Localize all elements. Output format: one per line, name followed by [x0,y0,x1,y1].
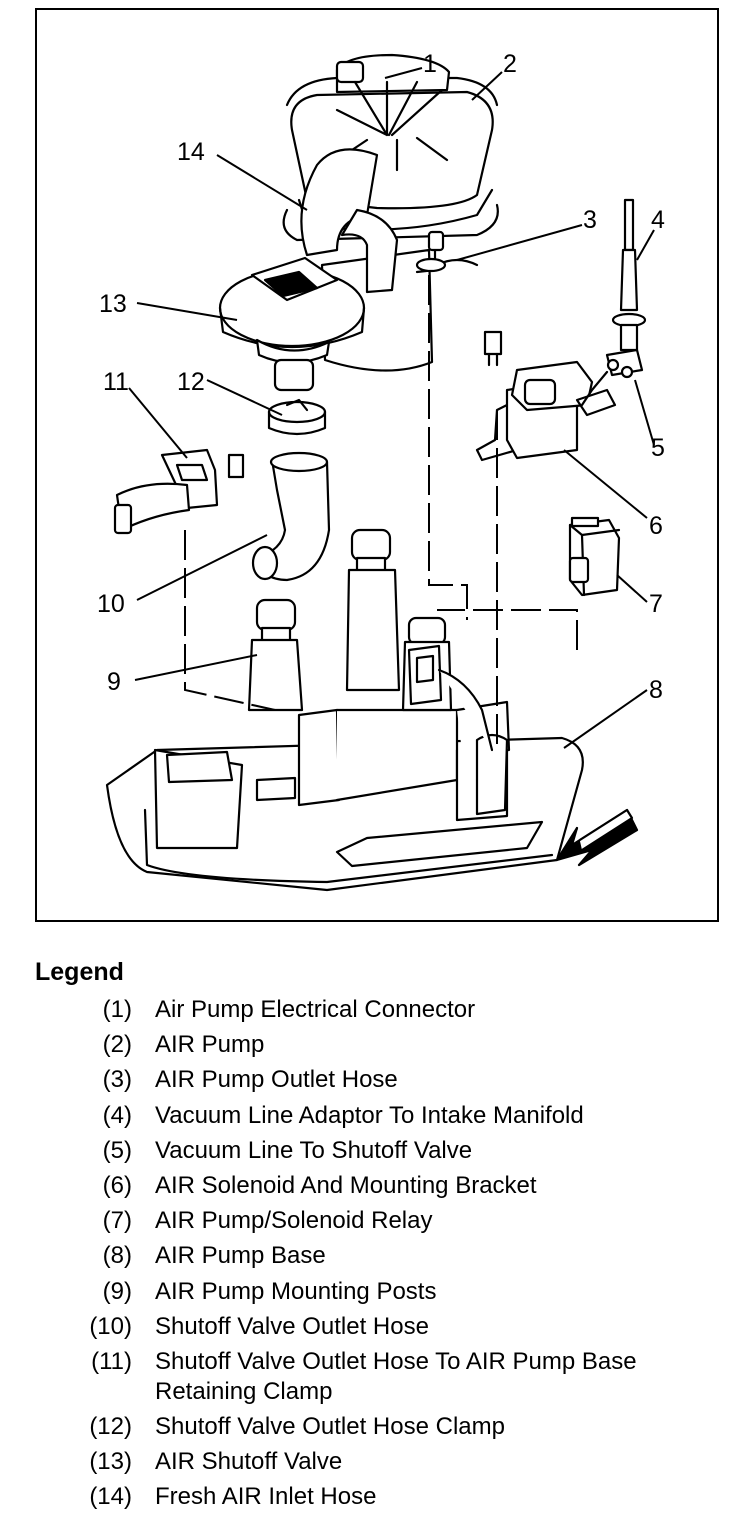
legend-item: (9) AIR Pump Mounting Posts [35,1277,735,1307]
legend-item-text: AIR Pump Base [155,1242,326,1270]
legend-item-number: (4) [102,1101,132,1129]
legend: Legend (1) Air Pump Electrical Connector … [35,958,735,1518]
legend-title: Legend [35,958,124,986]
legend-item-number: (12) [89,1413,132,1441]
callout-7: 7 [649,590,663,618]
legend-list: (1) Air Pump Electrical Connector (2) AIR … [35,995,735,1512]
air-solenoid-and-mounting-bracket [475,330,617,462]
air-shutoff-valve [218,256,366,392]
legend-item: (1) Air Pump Electrical Connector [35,995,735,1025]
shutoff-valve-outlet-hose [251,451,331,582]
legend-item: (8) AIR Pump Base [35,1241,735,1271]
legend-item-text: Shutoff Valve Outlet Hose Clamp [155,1413,505,1441]
callout-10: 10 [97,590,125,618]
callout-3: 3 [583,206,597,234]
legend-item-text: Shutoff Valve Outlet Hose To AIR Pump Ba… [155,1347,637,1405]
legend-item: (5) Vacuum Line To Shutoff Valve [35,1136,735,1166]
retaining-clamp [113,448,245,535]
callout-1: 1 [423,50,437,78]
legend-item: (7) AIR Pump/Solenoid Relay [35,1206,735,1236]
front-direction-arrow [555,808,639,867]
legend-item: (11) Shutoff Valve Outlet Hose To AIR Pum… [35,1347,735,1407]
callout-6: 6 [649,512,663,540]
legend-item-text: Air Pump Electrical Connector [155,996,476,1023]
legend-item-text: AIR Pump [155,1031,265,1059]
callout-4: 4 [651,206,665,234]
callout-5: 5 [651,434,665,462]
legend-item-number: (6) [102,1171,132,1199]
exploded-view-diagram: 1 2 3 4 5 6 7 8 9 10 11 12 13 14 [35,8,719,922]
callout-2: 2 [503,50,517,78]
callout-11: 11 [103,368,129,396]
vacuum-line-adaptor [580,198,647,407]
callout-labels: 1 2 3 4 5 6 7 8 9 10 11 12 13 14 [97,50,665,704]
callout-9: 9 [107,668,121,696]
legend-item-number: (5) [102,1136,132,1164]
shutoff-valve-outlet-hose-clamp [267,398,327,436]
legend-item: (13) AIR Shutoff Valve [35,1447,735,1477]
legend-item-number: (8) [102,1242,132,1270]
legend-item: (10) Shutoff Valve Outlet Hose [35,1312,735,1342]
diagram-drawing: 1 2 3 4 5 6 7 8 9 10 11 12 13 14 [97,50,665,892]
legend-item: (12) Shutoff Valve Outlet Hose Clamp [35,1412,735,1442]
air-pump-solenoid-relay [568,516,621,597]
legend-item-number: (13) [89,1448,132,1476]
legend-item: (6) AIR Solenoid And Mounting Bracket [35,1171,735,1201]
legend-item-text: Vacuum Line To Shutoff Valve [155,1136,473,1164]
legend-item-number: (1) [102,996,132,1023]
callout-leaders [128,67,655,749]
callout-12: 12 [177,368,205,396]
legend-item-text: AIR Pump Mounting Posts [155,1277,437,1305]
legend-item: (2) AIR Pump [35,1030,735,1060]
legend-item-number: (11) [91,1347,132,1375]
legend-item-text: AIR Pump/Solenoid Relay [155,1207,433,1235]
legend-item-number: (2) [102,1031,132,1059]
fresh-air-inlet-hose [300,148,399,294]
legend-item-number: (3) [102,1066,132,1094]
air-pump-outlet-hose [415,230,447,273]
relay-harness-connector [407,644,494,752]
legend-item: (14) Fresh AIR Inlet Hose [35,1482,735,1512]
legend-item-text: AIR Pump Outlet Hose [155,1066,398,1094]
legend-item-text: Vacuum Line Adaptor To Intake Manifold [155,1101,584,1129]
callout-13: 13 [99,290,127,318]
legend-item-number: (10) [89,1312,132,1340]
callout-8: 8 [649,676,663,704]
legend-item-text: Fresh AIR Inlet Hose [155,1483,377,1511]
callout-14: 14 [177,138,205,166]
legend-item-text: AIR Shutoff Valve [155,1448,343,1476]
legend-item-number: (7) [102,1207,132,1235]
legend-item: (4) Vacuum Line Adaptor To Intake Manifol… [35,1101,735,1131]
legend-item-number: (9) [102,1277,132,1305]
legend-item: (3) AIR Pump Outlet Hose [35,1065,735,1095]
air-pump [282,53,499,372]
air-pump-base [105,700,584,892]
assembly-lines [184,275,578,750]
legend-item-number: (14) [89,1483,132,1511]
legend-item-text: Shutoff Valve Outlet Hose [155,1312,429,1340]
legend-item-text: AIR Solenoid And Mounting Bracket [155,1171,537,1199]
